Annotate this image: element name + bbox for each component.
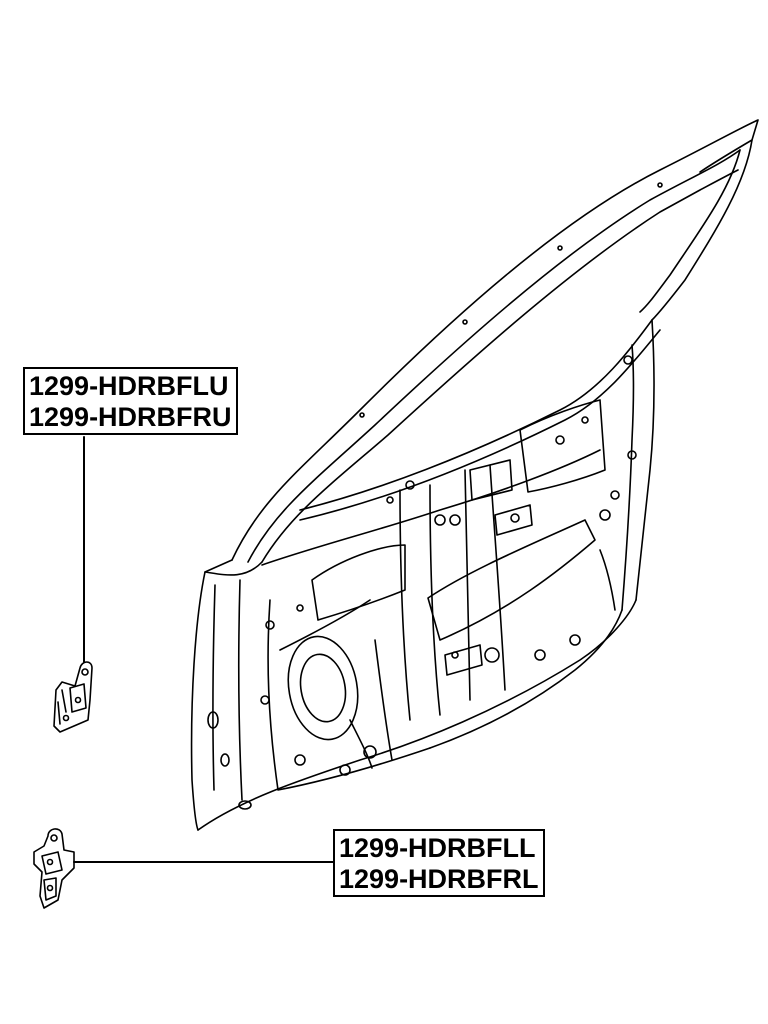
front-door-shell xyxy=(190,119,759,831)
upper-hinge-part-number-label: 1299-HDRBFLU 1299-HDRBFRU xyxy=(23,367,238,435)
upper-hinge xyxy=(53,661,93,733)
part-number-right-lower: 1299-HDRBFRL xyxy=(339,864,539,894)
part-number-left-upper: 1299-HDRBFLU xyxy=(29,371,229,401)
part-number-right-upper: 1299-HDRBFRU xyxy=(29,402,232,432)
lower-hinge-part-number-label: 1299-HDRBFLL 1299-HDRBFRL xyxy=(333,829,545,897)
lower-hinge xyxy=(33,828,75,909)
part-number-left-lower: 1299-HDRBFLL xyxy=(339,833,536,863)
